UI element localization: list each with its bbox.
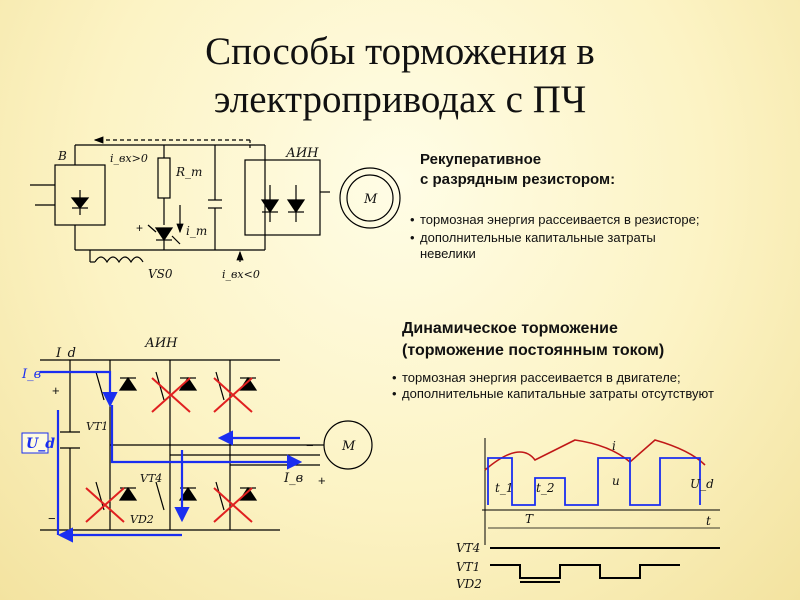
title-line-1: Способы торможения в: [205, 30, 595, 73]
label-vt4: VT4: [140, 472, 162, 485]
label-id: I_d: [55, 346, 76, 361]
label-motor-minus: −: [306, 438, 314, 453]
timing-label-t2: t_2: [536, 481, 554, 495]
regen-bullet-1: тормозная энергия рассеивается в резисто…: [410, 212, 710, 228]
label-iin-neg: i_вх<0: [222, 268, 260, 281]
dynamic-bullets: тормозная энергия рассеивается в двигате…: [392, 370, 752, 402]
label-plus-dc: +: [52, 383, 60, 398]
ud-label-box: U_d: [21, 432, 55, 454]
timing-label-ud: U_d: [690, 477, 714, 491]
label-ud: U_d: [26, 436, 55, 452]
label-ain-bottom: АИН: [144, 336, 178, 351]
bottom-circuit: [40, 359, 373, 531]
timing-label-t: t: [706, 514, 711, 528]
lower-switches: [95, 481, 258, 511]
label-minus-dc: −: [48, 511, 56, 526]
label-it: i_т: [186, 224, 207, 238]
top-circuit: [30, 136, 401, 264]
motor-top-inner: [346, 174, 394, 222]
timing-label-vt4: VT4: [456, 541, 480, 555]
regen-heading: Рекуперативное с разрядным резистором:: [420, 150, 615, 190]
dynamic-heading-line-2: (торможение постоянным током): [402, 342, 665, 359]
timing-label-i: i: [612, 439, 616, 453]
slide-title: Способы торможения в электроприводах с П…: [100, 28, 700, 124]
regen-bullets: тормозная энергия рассеивается в резисто…: [410, 212, 710, 262]
vt1-signal: [490, 564, 680, 579]
regen-heading-line-1: Рекуперативное: [420, 151, 542, 168]
label-motor-plus: +: [318, 473, 326, 488]
timing-label-period: T: [525, 512, 534, 526]
label-ain-top: АИН: [285, 146, 319, 161]
current-path-arrows: [40, 370, 303, 543]
regen-heading-line-2: с разрядным резистором:: [420, 171, 616, 188]
title-line-2: электроприводах с ПЧ: [213, 78, 587, 121]
label-vt1: VT1: [86, 420, 108, 433]
dynamic-bullet-1: тормозная энергия рассеивается в двигате…: [392, 370, 752, 386]
motor-top-label: M: [363, 192, 378, 207]
label-rt: R_т: [175, 165, 202, 179]
braking-resistor: [157, 157, 171, 199]
dynamic-heading-line-1: Динамическое торможение: [402, 320, 618, 337]
dynamic-bullet-2: дополнительные капитальные затраты отсут…: [392, 386, 722, 402]
dynamic-heading: Динамическое торможение (торможение пост…: [402, 318, 664, 362]
motor-bottom-label: M: [341, 439, 356, 454]
label-vd2: VD2: [130, 513, 154, 526]
inverter-block-top: [244, 159, 321, 236]
inductor-coil: [94, 256, 144, 264]
label-plus-top: +: [136, 221, 143, 235]
timing-label-u: u: [612, 474, 620, 488]
label-ix: I_в: [283, 471, 303, 486]
timing-diagram: [482, 438, 720, 583]
label-iv: I_в: [21, 367, 41, 382]
current-curve: [484, 439, 706, 471]
disabled-switch-crosses: [85, 377, 253, 523]
label-iin-pos: i_вх>0: [110, 152, 148, 165]
rectifier-block: [54, 164, 106, 226]
label-b: В: [57, 149, 67, 163]
timing-label-vt1: VT1: [456, 560, 480, 574]
motor-top-outer: [339, 167, 401, 229]
timing-label-vd2: VD2: [456, 577, 482, 591]
timing-label-t1: t_1: [495, 481, 513, 495]
regen-bullet-2: дополнительные капитальные затраты невел…: [410, 230, 710, 262]
voltage-wave: [487, 457, 701, 506]
label-vs0: VS0: [148, 267, 173, 281]
brake-thyristor-icon: [154, 227, 174, 242]
